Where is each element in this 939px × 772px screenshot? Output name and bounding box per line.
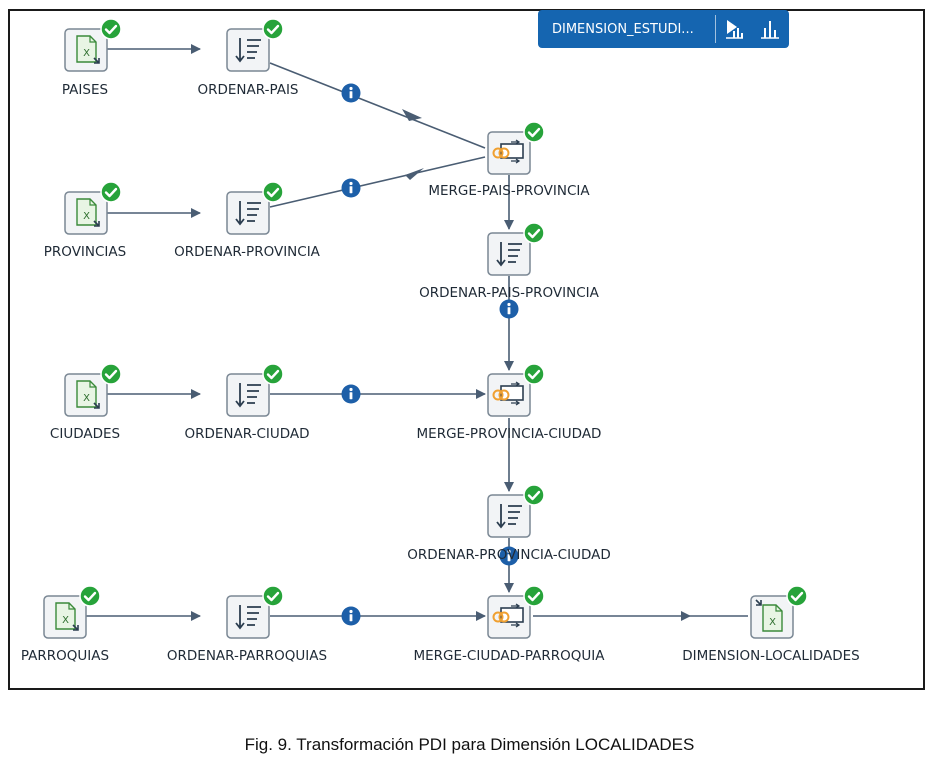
step-ordenar-ciudad[interactable]: ORDENAR-CIUDAD bbox=[184, 363, 310, 442]
step-label: CIUDADES bbox=[50, 426, 120, 442]
excel-input-icon bbox=[64, 28, 108, 72]
info-icon[interactable] bbox=[341, 384, 361, 404]
check-icon bbox=[523, 121, 545, 143]
toolbar-title[interactable]: DIMENSION_ESTUDI... bbox=[552, 21, 694, 37]
step-merge-pais-provincia[interactable]: MERGE-PAIS-PROVINCIA bbox=[428, 121, 590, 199]
excel-input-icon bbox=[64, 373, 108, 417]
check-icon bbox=[523, 222, 545, 244]
check-icon bbox=[262, 585, 284, 607]
check-icon bbox=[100, 363, 122, 385]
step-parroquias[interactable]: PARROQUIAS bbox=[21, 585, 109, 664]
hops bbox=[86, 44, 748, 621]
check-icon bbox=[100, 181, 122, 203]
step-ordenar-parroquias[interactable]: ORDENAR-PARROQUIAS bbox=[167, 585, 327, 664]
transformation-canvas bbox=[8, 9, 925, 690]
step-label: MERGE-PROVINCIA-CIUDAD bbox=[417, 426, 602, 442]
check-icon bbox=[262, 181, 284, 203]
run-step-button[interactable] bbox=[716, 10, 752, 48]
check-icon bbox=[262, 363, 284, 385]
step-label: ORDENAR-CIUDAD bbox=[184, 426, 309, 442]
step-ordenar-pais-provincia[interactable]: ORDENAR-PAIS-PROVINCIA bbox=[419, 222, 600, 301]
step-provincias[interactable]: PROVINCIAS bbox=[44, 181, 126, 260]
step-label: ORDENAR-PROVINCIA bbox=[174, 244, 321, 260]
check-icon bbox=[523, 585, 545, 607]
figure-caption: Fig. 9. Transformación PDI para Dimensió… bbox=[244, 735, 695, 754]
step-label: MERGE-PAIS-PROVINCIA bbox=[428, 183, 590, 199]
check-icon bbox=[523, 363, 545, 385]
step-ordenar-provincia[interactable]: ORDENAR-PROVINCIA bbox=[174, 181, 321, 260]
sort-icon bbox=[226, 191, 270, 235]
info-icon[interactable] bbox=[341, 178, 361, 198]
metrics-button[interactable] bbox=[752, 10, 788, 48]
run-step-icon bbox=[726, 20, 743, 39]
step-label: PAISES bbox=[62, 82, 108, 98]
step-label: DIMENSION-LOCALIDADES bbox=[682, 648, 860, 664]
sort-icon bbox=[226, 595, 270, 639]
sort-icon bbox=[226, 373, 270, 417]
step-label: PARROQUIAS bbox=[21, 648, 109, 664]
step-label: MERGE-CIUDAD-PARROQUIA bbox=[414, 648, 606, 664]
merge-join-icon bbox=[487, 131, 531, 175]
step-label: ORDENAR-PAIS-PROVINCIA bbox=[419, 285, 600, 301]
check-icon bbox=[262, 18, 284, 40]
step-label: ORDENAR-PARROQUIAS bbox=[167, 648, 327, 664]
step-merge-provincia-ciudad[interactable]: MERGE-PROVINCIA-CIUDAD bbox=[417, 363, 602, 442]
sort-icon bbox=[487, 232, 531, 276]
info-icon[interactable] bbox=[341, 83, 361, 103]
check-icon bbox=[786, 585, 808, 607]
check-icon bbox=[79, 585, 101, 607]
step-ordenar-pais[interactable]: ORDENAR-PAIS bbox=[197, 18, 299, 98]
hop-ordenar-provincia-merge[interactable] bbox=[269, 156, 486, 208]
step-toolbar: DIMENSION_ESTUDI... bbox=[538, 10, 789, 48]
check-icon bbox=[100, 18, 122, 40]
step-label: ORDENAR-PAIS bbox=[197, 82, 298, 98]
metrics-icon bbox=[761, 21, 779, 39]
step-paises[interactable]: PAISES bbox=[62, 18, 122, 98]
step-label: PROVINCIAS bbox=[44, 244, 126, 260]
check-icon bbox=[523, 484, 545, 506]
excel-input-icon bbox=[43, 595, 87, 639]
merge-join-icon bbox=[487, 373, 531, 417]
excel-input-icon bbox=[64, 191, 108, 235]
sort-icon bbox=[487, 494, 531, 538]
hop-ordenar-pais-merge[interactable] bbox=[269, 62, 486, 149]
info-icon[interactable] bbox=[499, 299, 519, 319]
step-ciudades[interactable]: CIUDADES bbox=[50, 363, 122, 442]
sort-icon bbox=[226, 28, 270, 72]
step-ordenar-provincia-ciudad[interactable]: ORDENAR-PROVINCIA-CIUDAD bbox=[407, 484, 611, 563]
hop-arrowhead bbox=[405, 168, 424, 180]
hop-arrowhead bbox=[402, 109, 422, 121]
toolbar-divider bbox=[715, 15, 716, 43]
step-label: ORDENAR-PROVINCIA-CIUDAD bbox=[407, 547, 611, 563]
info-icon[interactable] bbox=[341, 606, 361, 626]
merge-join-icon bbox=[487, 595, 531, 639]
transformation-graph: X X bbox=[21, 18, 860, 664]
step-merge-ciudad-parroquia[interactable]: MERGE-CIUDAD-PARROQUIA bbox=[414, 585, 606, 664]
step-dimension-localidades[interactable]: DIMENSION-LOCALIDADES bbox=[682, 585, 860, 664]
excel-output-icon bbox=[750, 595, 794, 639]
